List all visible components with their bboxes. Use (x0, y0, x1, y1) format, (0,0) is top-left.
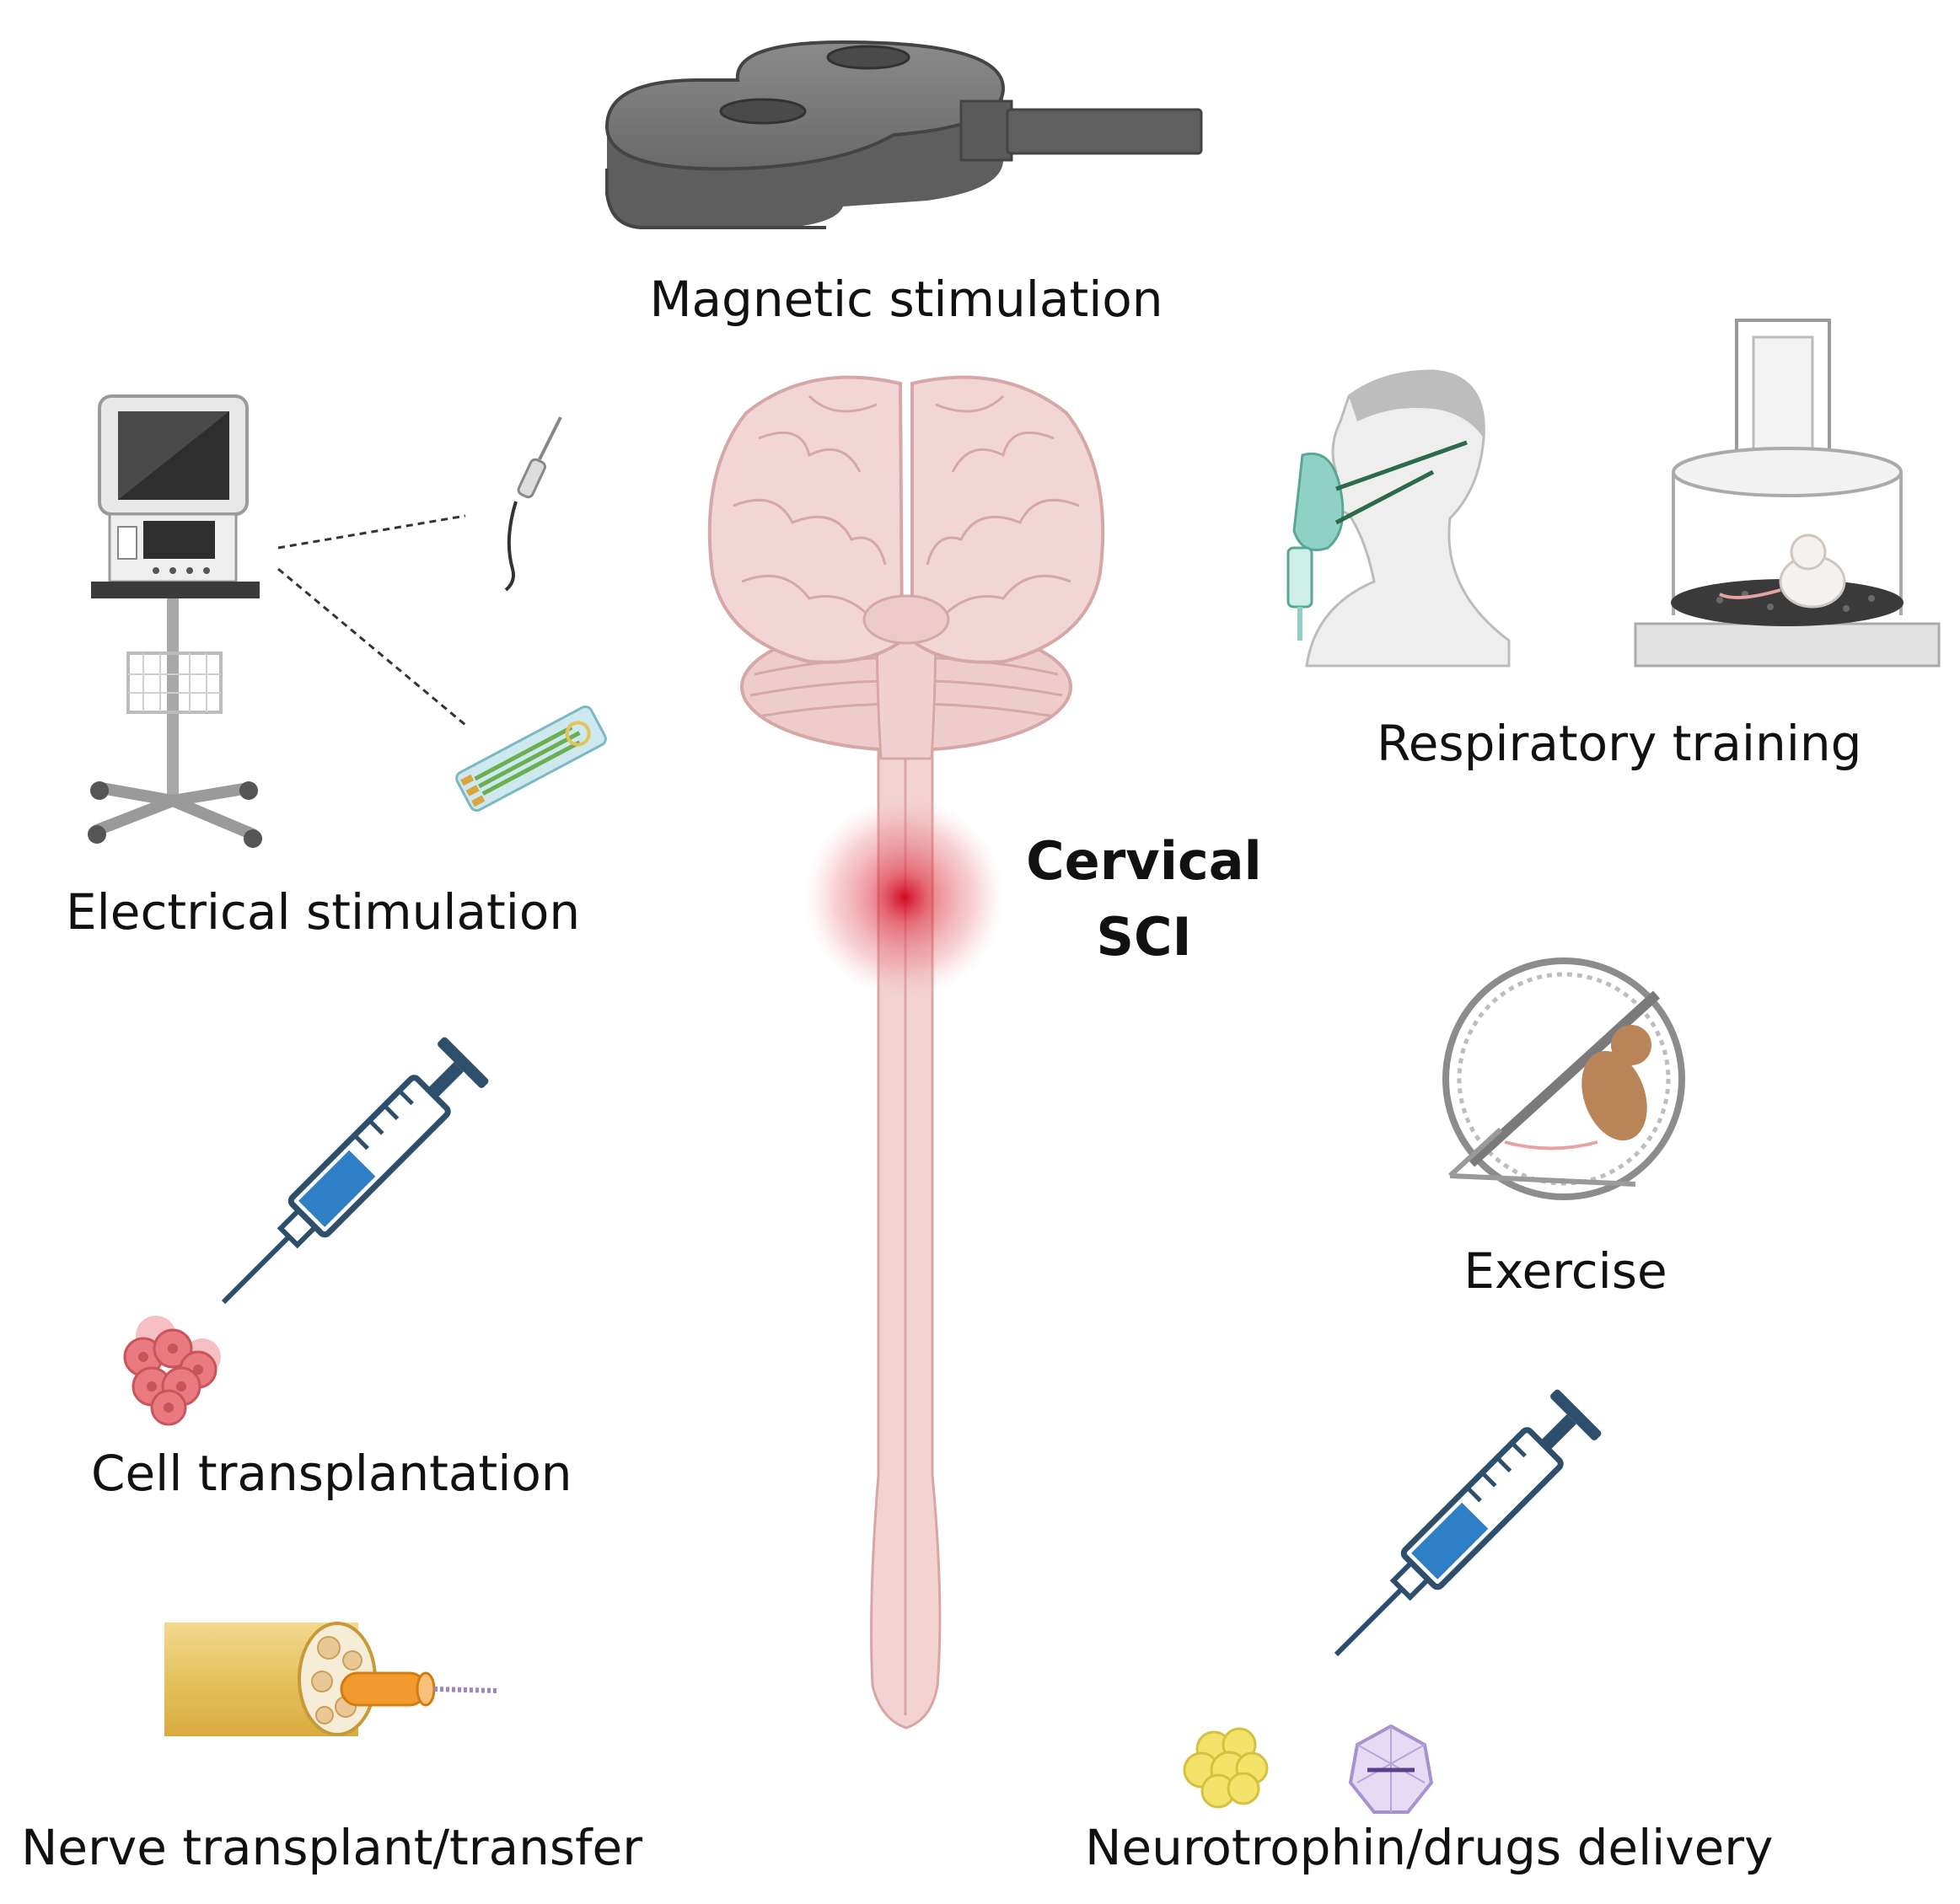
electrode-icon (504, 416, 562, 592)
stimulator-cart-icon (88, 394, 262, 848)
oxygen-mask-person-icon (1286, 369, 1511, 668)
dashed-connector-1 (277, 514, 466, 550)
cervical-sci-label-line1: Cervical (1026, 830, 1262, 892)
respiratory-training-label: Respiratory training (1377, 715, 1861, 772)
cervical-sci-label-line2: SCI (1096, 906, 1191, 968)
syringe-icon-2 (1334, 1389, 1602, 1657)
nerve-transplant-transfer-label: Nerve transplant/transfer (21, 1819, 642, 1876)
nerve-bundle-icon (164, 1622, 498, 1736)
brain-spinal-cord-icon (707, 375, 1105, 1730)
cell-transplantation-label: Cell transplantation (91, 1445, 572, 1502)
electrical-stimulation-label: Electrical stimulation (66, 883, 580, 941)
hamster-wheel-icon (1442, 957, 1685, 1200)
neurotrophin-drugs-delivery-label: Neurotrophin/drugs delivery (1085, 1819, 1773, 1876)
virus-particle-icon (1348, 1724, 1434, 1814)
magnetic-stimulation-label: Magnetic stimulation (649, 271, 1163, 328)
lesion-marker (803, 796, 1006, 999)
exercise-label: Exercise (1463, 1242, 1667, 1300)
dashed-connector-2 (277, 567, 466, 727)
neurotrophin-sphere-icon (1183, 1727, 1269, 1809)
electrode-array-icon (455, 705, 607, 813)
magnetic-coil-icon (604, 40, 1203, 229)
syringe-icon (221, 1037, 489, 1305)
rat-chamber-icon (1634, 319, 1941, 668)
cell-cluster-icon (123, 1316, 221, 1426)
